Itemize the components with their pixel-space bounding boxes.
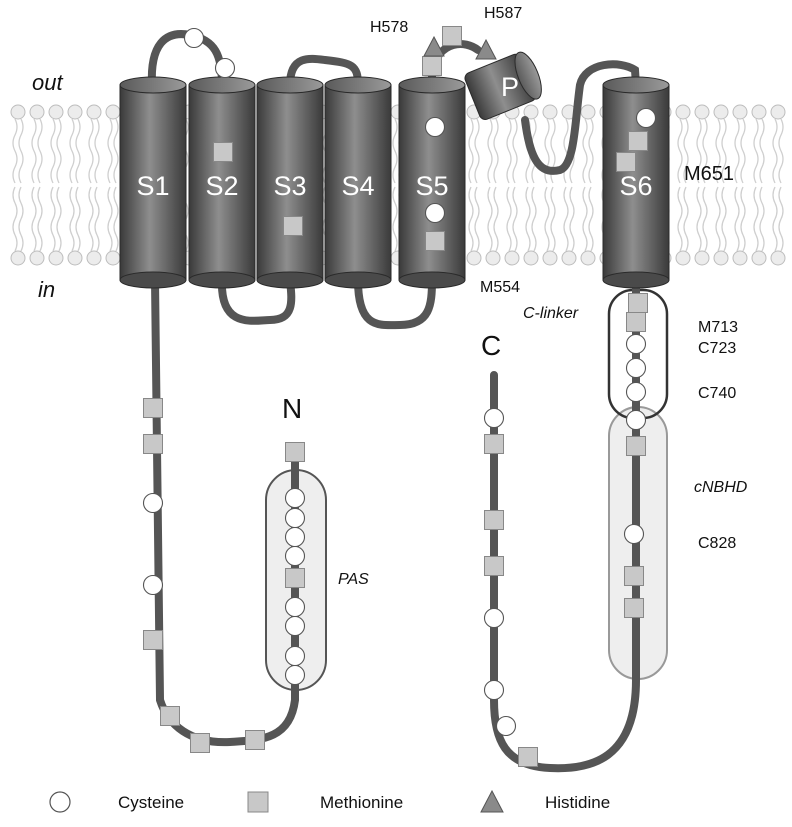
clinker-label: C-linker — [523, 305, 579, 322]
cysteine-marker — [142, 492, 164, 514]
cysteine-marker — [625, 333, 647, 355]
cysteine-marker — [495, 715, 517, 737]
methionine-marker — [628, 131, 648, 151]
helix-s3-label: S3 — [273, 171, 306, 201]
methionine-marker — [624, 566, 644, 586]
methionine-marker — [245, 730, 265, 750]
methionine-marker — [190, 733, 210, 753]
methionine-marker — [484, 434, 504, 454]
methionine-marker — [422, 56, 442, 76]
histidine-marker — [475, 38, 497, 60]
methionine-marker — [442, 26, 462, 46]
cysteine-marker — [284, 615, 306, 637]
methionine-marker — [624, 598, 644, 618]
cysteine-marker — [483, 407, 505, 429]
methionine-marker — [283, 216, 303, 236]
cysteine-marker — [424, 116, 446, 138]
cysteine-marker — [142, 574, 164, 596]
helix-s1: S1 — [119, 76, 187, 289]
cnbhd-label: cNBHD — [694, 479, 748, 496]
helix-s4: S4 — [324, 76, 392, 289]
residue-c723-label: C723 — [698, 340, 736, 357]
pas-label: PAS — [338, 571, 369, 588]
membrane-out-label: out — [32, 70, 63, 95]
cysteine-marker — [284, 596, 306, 618]
cysteine-marker — [284, 487, 306, 509]
membrane-in-label: in — [38, 277, 55, 302]
methionine-marker — [213, 142, 233, 162]
cysteine-marker — [625, 381, 647, 403]
cysteine-marker — [424, 202, 446, 224]
legend-histidine-icon — [480, 789, 504, 813]
cysteine-marker — [284, 664, 306, 686]
legend-cysteine-icon — [49, 791, 71, 813]
helix-s5-label: S5 — [415, 171, 448, 201]
residue-m713-label: M713 — [698, 319, 738, 336]
helix-s2-label: S2 — [205, 171, 238, 201]
helix-s5: S5 — [398, 76, 466, 289]
helix-s2: S2 — [188, 76, 256, 289]
cysteine-marker — [284, 645, 306, 667]
cysteine-marker — [183, 27, 205, 49]
methionine-marker — [143, 630, 163, 650]
residue-m554-label: M554 — [480, 279, 520, 296]
residue-m651-label: M651 — [684, 163, 734, 185]
cysteine-marker — [625, 357, 647, 379]
cysteine-marker — [483, 607, 505, 629]
legend-methionine-label: Methionine — [320, 793, 403, 812]
n-terminus-label: N — [282, 393, 302, 424]
methionine-marker — [160, 706, 180, 726]
pore-helix — [464, 51, 542, 120]
legend-histidine-label: Histidine — [545, 793, 610, 812]
cysteine-marker — [214, 57, 236, 79]
helix-s6-label: S6 — [619, 171, 652, 201]
residue-c740-label: C740 — [698, 385, 736, 402]
c-terminus-label: C — [481, 330, 501, 361]
legend-cysteine-label: Cysteine — [118, 793, 184, 812]
residue-c828-label: C828 — [698, 535, 736, 552]
methionine-marker — [616, 152, 636, 172]
legend-methionine-icon — [247, 791, 269, 813]
cysteine-marker — [483, 679, 505, 701]
cysteine-marker — [625, 409, 647, 431]
helix-s4-label: S4 — [341, 171, 374, 201]
legend: Cysteine Methionine Histidine — [49, 789, 610, 813]
cysteine-marker — [284, 526, 306, 548]
pore-label: P — [501, 72, 519, 102]
helix-s6: S6 — [602, 76, 670, 289]
methionine-marker — [484, 556, 504, 576]
methionine-marker — [425, 231, 445, 251]
methionine-marker — [484, 510, 504, 530]
cysteine-marker — [284, 545, 306, 567]
methionine-marker — [626, 436, 646, 456]
helix-s3: S3 — [256, 76, 324, 289]
methionine-marker — [626, 312, 646, 332]
cysteine-marker — [623, 523, 645, 545]
cysteine-marker — [635, 107, 657, 129]
methionine-marker — [628, 293, 648, 313]
helix-s1-label: S1 — [136, 171, 169, 201]
histidine-marker — [423, 35, 445, 57]
methionine-marker — [285, 442, 305, 462]
cysteine-marker — [284, 507, 306, 529]
residue-markers — [142, 26, 657, 767]
methionine-marker — [518, 747, 538, 767]
methionine-marker — [285, 568, 305, 588]
methionine-marker — [143, 398, 163, 418]
residue-h578-label: H578 — [370, 19, 408, 36]
methionine-marker — [143, 434, 163, 454]
residue-h587-label: H587 — [484, 5, 522, 22]
